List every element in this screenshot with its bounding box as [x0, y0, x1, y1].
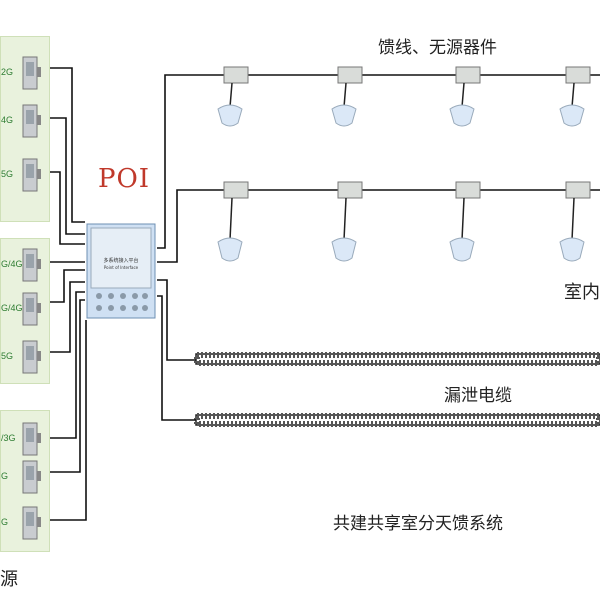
feeder-to-leaky-top	[157, 279, 196, 361]
base-station-icon	[22, 248, 41, 282]
base-station-icon	[22, 158, 41, 192]
unit-label: /3G	[1, 433, 16, 443]
feeder-passive-title: 馈线、无源器件	[378, 38, 497, 58]
base-station-icon	[22, 56, 41, 90]
coupler-antenna-1	[217, 66, 249, 127]
base-station-unit: 5G	[1, 337, 51, 387]
unit-label: G/4G	[1, 259, 23, 269]
base-station-unit: 4G	[1, 101, 51, 151]
base-station-icon	[22, 506, 41, 540]
base-station-unit: G	[1, 457, 51, 507]
poi-device-text-1: 多系统接入平台	[103, 257, 138, 264]
unit-label: 4G	[1, 115, 14, 125]
unit-label: G	[1, 517, 9, 527]
base-station-icon	[22, 422, 41, 456]
leaky-cable-bottom	[194, 413, 600, 427]
source-label: 源	[0, 569, 18, 590]
base-station-unit: 5G	[1, 155, 51, 205]
system-title: 共建共享室分天馈系统	[333, 514, 503, 534]
unit-label: 5G	[1, 169, 14, 179]
poi-device-text-2: Point of Interface	[104, 265, 139, 270]
base-station-unit: G/4G	[1, 245, 51, 295]
source-group-1: 2G 4G 5G	[0, 36, 50, 222]
base-station-unit: /3G	[1, 419, 51, 469]
indoor-label: 室内	[564, 282, 600, 303]
source-group-2: G/4G G/4G 5G	[0, 238, 50, 384]
source-group-3: /3G G G	[0, 410, 50, 552]
feeder-to-leaky-bottom	[157, 295, 196, 421]
base-station-unit: G	[1, 503, 51, 553]
base-station-icon	[22, 340, 41, 374]
base-station-unit: G/4G	[1, 289, 51, 339]
unit-label: 2G	[1, 67, 14, 77]
unit-label: G	[1, 471, 9, 481]
unit-label: 5G	[1, 351, 14, 361]
leaky-cable-label: 漏泄电缆	[444, 386, 512, 406]
antenna-row-1	[217, 66, 591, 127]
unit-label: G/4G	[1, 303, 23, 313]
poi-device-icon: 多系统接入平台 Point of Interface	[86, 223, 156, 319]
antenna-row-2	[217, 181, 591, 262]
base-station-unit: 2G	[1, 53, 51, 103]
base-station-icon	[22, 292, 41, 326]
poi-label: POI	[98, 164, 151, 194]
feeder-line-top	[157, 74, 600, 249]
leaky-cable-top	[194, 352, 600, 366]
feeder-line-middle	[157, 189, 600, 263]
base-station-icon	[22, 460, 41, 494]
base-station-icon	[22, 104, 41, 138]
